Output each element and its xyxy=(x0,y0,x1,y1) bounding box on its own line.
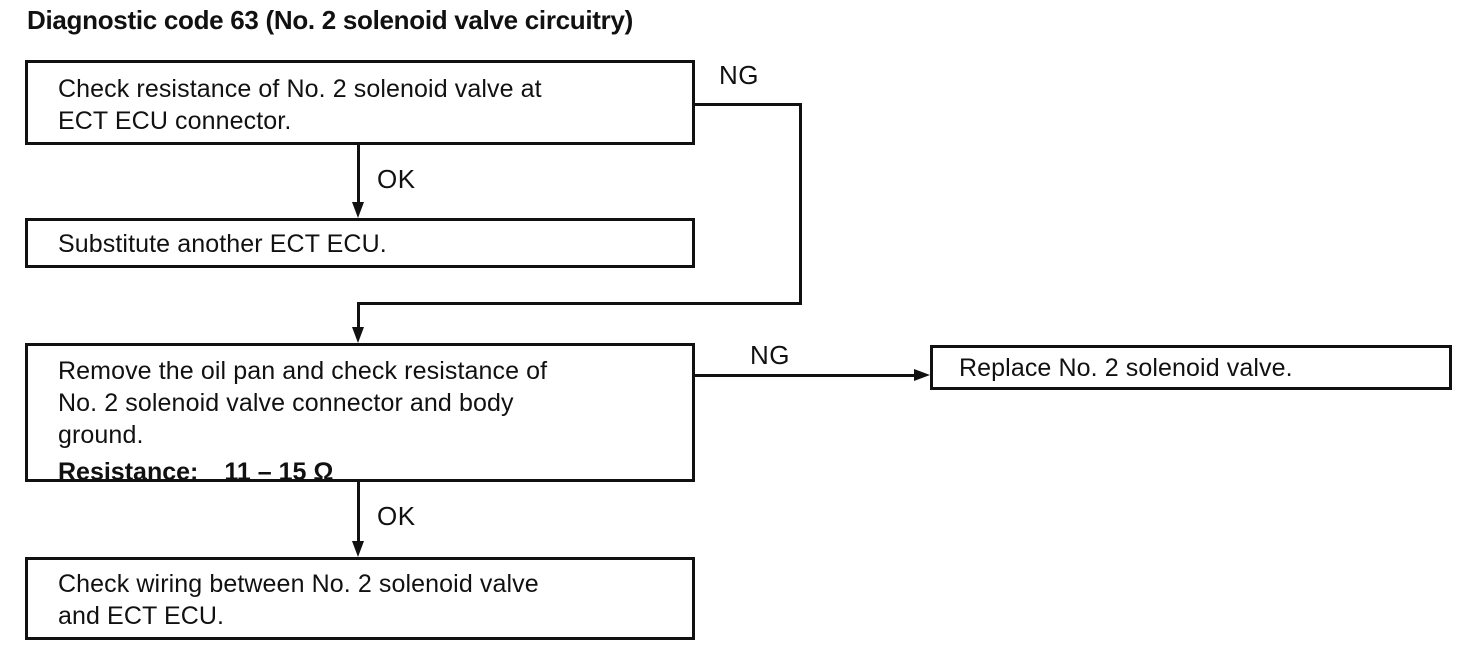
connector-step1-ng-h1 xyxy=(695,103,802,106)
connector-step3-ng xyxy=(695,374,916,377)
node-check-resistance-ecu: Check resistance of No. 2 solenoid valve… xyxy=(25,60,695,145)
page-title: Diagnostic code 63 (No. 2 solenoid valve… xyxy=(27,5,633,35)
node-substitute-ecu-text: Substitute another ECT ECU. xyxy=(58,230,387,258)
connector-step1-ng-v2 xyxy=(357,302,360,329)
node-substitute-ecu: Substitute another ECT ECU. xyxy=(25,218,695,268)
node-check-wiring-text: Check wiring between No. 2 solenoid valv… xyxy=(58,570,539,630)
node-remove-oil-pan: Remove the oil pan and check resistance … xyxy=(25,343,695,486)
edge-label-step3-ok: OK xyxy=(377,501,416,531)
node-check-wiring: Check wiring between No. 2 solenoid valv… xyxy=(25,557,695,640)
resistance-spec-label: Resistance: xyxy=(58,458,199,486)
arrowhead-step3-ng xyxy=(914,369,930,381)
arrowhead-step1-ng xyxy=(352,327,364,343)
node-remove-oil-pan-text: Remove the oil pan and check resistance … xyxy=(58,357,548,449)
resistance-spec: Resistance: 11 – 15 Ω xyxy=(58,458,678,487)
arrowhead-step3-ok xyxy=(352,541,364,557)
edge-label-step1-ok: OK xyxy=(377,164,416,194)
resistance-spec-value: 11 – 15 Ω xyxy=(224,458,334,486)
node-replace-valve-text: Replace No. 2 solenoid valve. xyxy=(959,354,1293,382)
edge-label-step1-ng: NG xyxy=(719,60,759,90)
arrowhead-step1-ok xyxy=(352,202,364,218)
connector-step1-ng-v xyxy=(799,103,802,305)
node-replace-valve: Replace No. 2 solenoid valve. xyxy=(930,345,1452,390)
connector-step3-ok xyxy=(357,482,360,542)
node-check-resistance-ecu-text: Check resistance of No. 2 solenoid valve… xyxy=(58,75,542,135)
connector-step1-ng-h2 xyxy=(357,302,802,305)
connector-step1-ok xyxy=(357,145,360,205)
edge-label-step3-ng: NG xyxy=(750,340,790,370)
